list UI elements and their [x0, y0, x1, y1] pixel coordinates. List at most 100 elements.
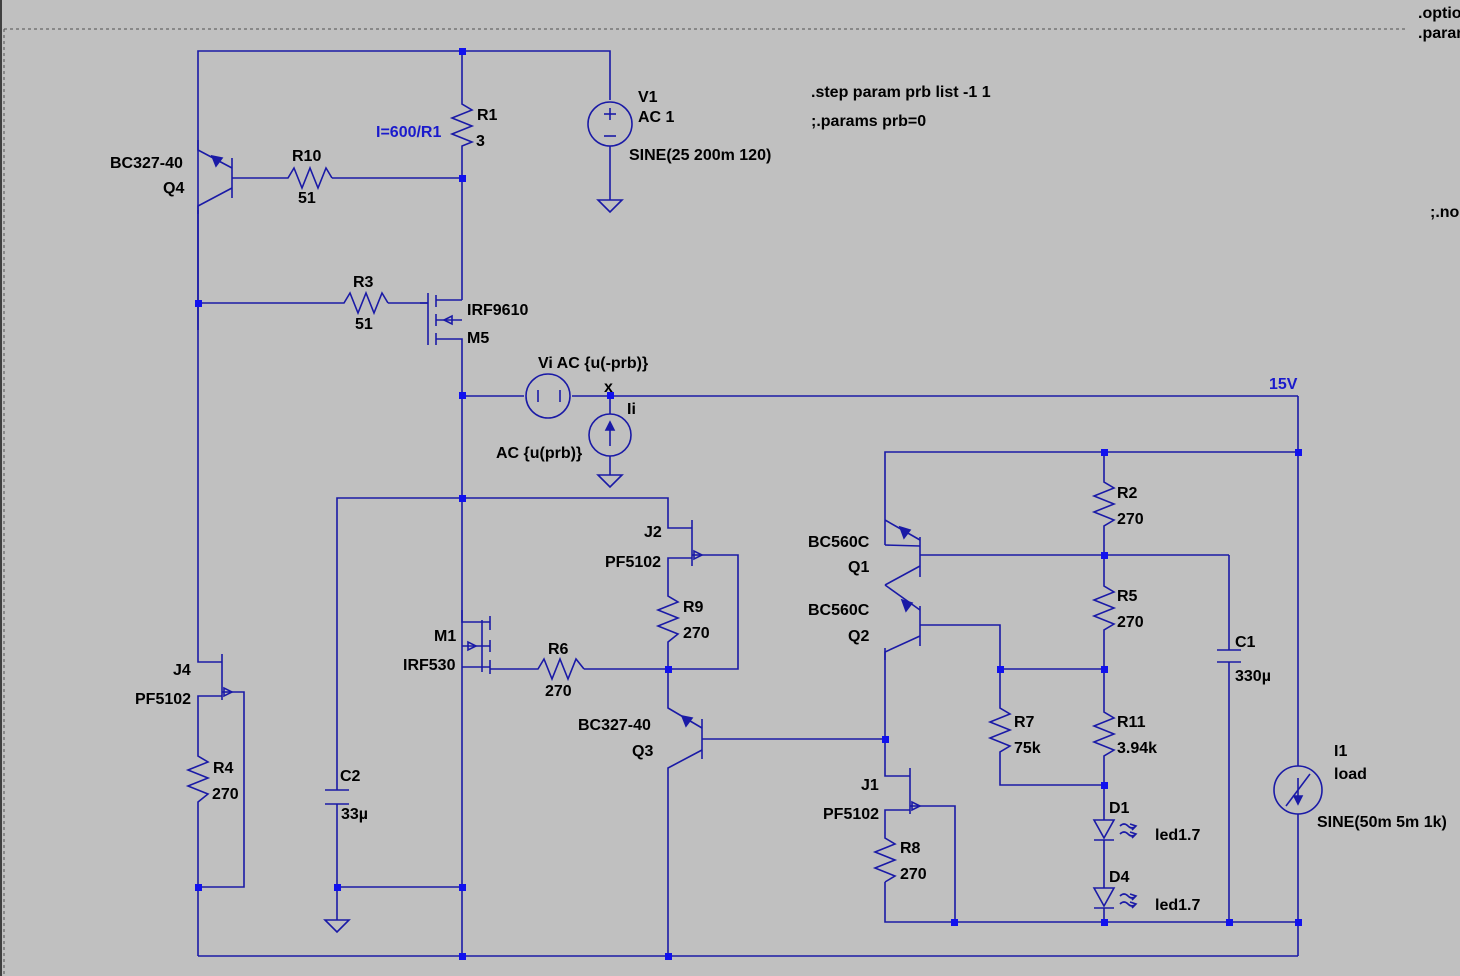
arrow-up-icon: [604, 420, 616, 431]
c1-value: 330µ: [1235, 668, 1271, 685]
r9-value: 270: [683, 625, 710, 642]
d1-value: led1.7: [1155, 827, 1200, 844]
directive-step[interactable]: .step param prb list -1 1: [811, 84, 991, 101]
resistor-r7[interactable]: [987, 700, 1013, 760]
jfets: [197, 520, 922, 814]
junction: [1101, 666, 1108, 673]
transistor-q1[interactable]: [884, 519, 921, 586]
mosfet-m5[interactable]: [420, 293, 463, 350]
net-label-15v: 15V: [1269, 376, 1298, 393]
directive-option[interactable]: .optio: [1418, 5, 1460, 22]
i1-value: SINE(50m 5m 1k): [1317, 814, 1447, 831]
r5-ref: R5: [1117, 588, 1138, 605]
junction: [459, 392, 466, 399]
v1-ac: AC 1: [638, 109, 675, 126]
ground-icon: [596, 199, 624, 214]
j2-value: PF5102: [605, 554, 661, 571]
junction: [882, 736, 889, 743]
r3-ref: R3: [353, 274, 374, 291]
q4-ref: Q4: [163, 180, 184, 197]
v1-value: SINE(25 200m 120): [629, 147, 771, 164]
resistor-r4[interactable]: [185, 750, 211, 808]
net-label-x: x: [604, 379, 613, 396]
d1-ref: D1: [1109, 800, 1130, 817]
wire: [999, 760, 1104, 786]
q2-value: BC560C: [808, 602, 870, 619]
junction: [1295, 449, 1302, 456]
directive-noise[interactable]: ;.no: [1430, 204, 1460, 221]
r8-ref: R8: [900, 840, 921, 857]
wire: [197, 50, 611, 330]
r1-ref: R1: [477, 107, 498, 124]
junction: [195, 300, 202, 307]
arrow-down-icon: [1292, 795, 1304, 806]
jfet-j4[interactable]: [197, 654, 234, 700]
leds: [1092, 819, 1138, 909]
mosfets: [420, 293, 491, 674]
voltage-source-vi[interactable]: [525, 373, 571, 419]
r5-value: 270: [1117, 614, 1144, 631]
labels: .optio .paran ;.no .step param prb list …: [110, 5, 1460, 914]
d4-value: led1.7: [1155, 897, 1200, 914]
current-source-ii[interactable]: [588, 413, 632, 457]
junction: [997, 666, 1004, 673]
junction: [1101, 919, 1108, 926]
r8-value: 270: [900, 866, 927, 883]
resistor-r5[interactable]: [1091, 580, 1117, 636]
jfet-j1[interactable]: [884, 768, 922, 814]
transistor-q3[interactable]: [667, 700, 703, 776]
led-d4[interactable]: [1092, 887, 1138, 909]
resistor-r11[interactable]: [1091, 706, 1117, 762]
j1-value: PF5102: [823, 806, 879, 823]
ii-ref: Ii: [627, 401, 636, 418]
wire: [920, 624, 1001, 700]
directive-params[interactable]: ;.params prb=0: [811, 113, 926, 130]
r2-ref: R2: [1117, 485, 1138, 502]
j4-value: PF5102: [135, 691, 191, 708]
resistor-r10[interactable]: [282, 165, 333, 191]
transistor-q2[interactable]: [884, 584, 921, 660]
vi-value: Vi AC {u(-prb)}: [538, 355, 648, 372]
junction: [1226, 919, 1233, 926]
junction: [665, 666, 672, 673]
junction: [951, 919, 958, 926]
i1-ac: load: [1334, 766, 1367, 783]
directive-param[interactable]: .paran: [1418, 25, 1460, 42]
r10-ref: R10: [292, 148, 321, 165]
m1-value: IRF530: [403, 657, 456, 674]
q3-ref: Q3: [632, 743, 653, 760]
current-annotation: I=600/R1: [376, 124, 441, 141]
wire: [336, 497, 669, 790]
junction: [607, 392, 614, 399]
r11-ref: R11: [1117, 714, 1146, 731]
r1-value: 3: [476, 133, 485, 150]
ground-icon: [323, 919, 351, 934]
m5-value: IRF9610: [467, 302, 528, 319]
j4-ref: J4: [173, 662, 191, 679]
transistor-q4[interactable]: [197, 140, 233, 214]
resistor-r3[interactable]: [338, 290, 389, 316]
resistor-r8[interactable]: [872, 832, 898, 883]
wire: [920, 805, 956, 922]
resistor-r6[interactable]: [532, 656, 585, 682]
junction: [1295, 919, 1302, 926]
r9-ref: R9: [683, 599, 704, 616]
led-d1[interactable]: [1092, 819, 1138, 841]
v1-ref: V1: [638, 89, 658, 106]
current-source-i1[interactable]: [1273, 765, 1323, 815]
mosfet-m1[interactable]: [461, 610, 491, 674]
i1-ref: I1: [1334, 743, 1347, 760]
wire: [668, 554, 739, 670]
resistor-r2[interactable]: [1091, 476, 1117, 532]
j2-ref: J2: [644, 524, 662, 541]
resistors: [185, 98, 1117, 883]
wire: [884, 882, 1298, 923]
junction: [1101, 449, 1108, 456]
r7-ref: R7: [1014, 714, 1035, 731]
jfet-j2[interactable]: [667, 520, 704, 566]
resistor-r9[interactable]: [655, 590, 681, 648]
q4-value: BC327-40: [110, 155, 183, 172]
r4-ref: R4: [213, 760, 234, 777]
ii-value: AC {u(prb)}: [496, 445, 582, 462]
resistor-r1[interactable]: [449, 98, 475, 150]
